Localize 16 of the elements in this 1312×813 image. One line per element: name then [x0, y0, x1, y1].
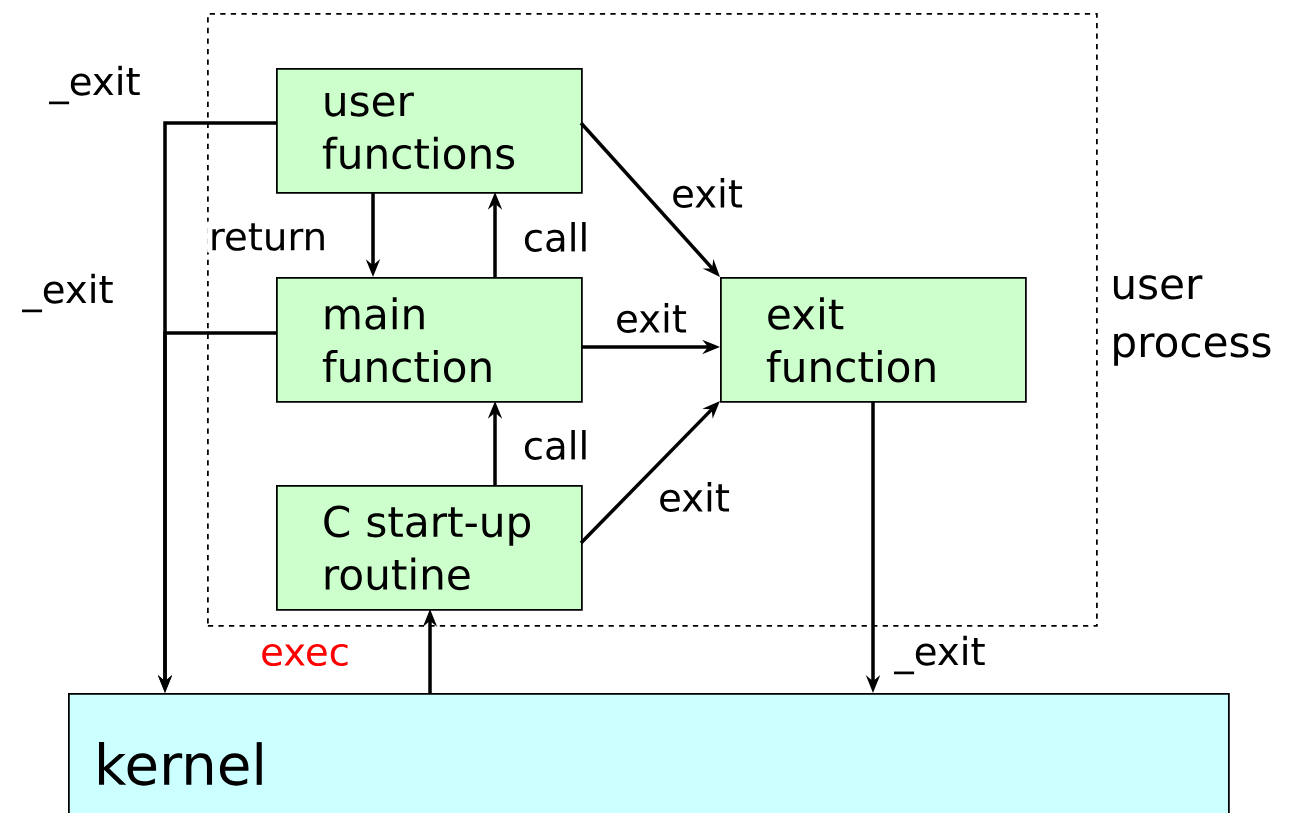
edge-label: call	[521, 428, 591, 462]
edge-label: call	[521, 220, 591, 254]
edge-label: exit	[613, 301, 689, 335]
process-box: exit function	[720, 277, 1027, 403]
edge-label: return	[207, 221, 329, 253]
edge-label: exit	[669, 176, 745, 210]
process-box: C start-up routine	[276, 485, 583, 611]
process-box: user functions	[276, 68, 583, 194]
kernel-box: kernel	[68, 693, 1230, 813]
edge-label: _exit	[47, 64, 143, 106]
frame-label: user process	[1113, 275, 1271, 366]
edge-label: exit	[656, 480, 732, 514]
edge-label: _exit	[20, 272, 116, 314]
edge-label: exec	[258, 642, 352, 668]
process-box: main function	[276, 277, 583, 403]
edge-label: _exit	[892, 634, 988, 676]
